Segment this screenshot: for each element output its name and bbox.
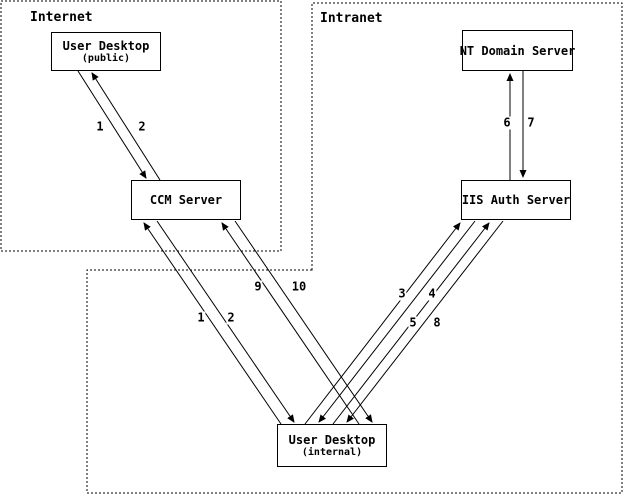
node-sublabel: (internal) (301, 447, 363, 458)
intranet-zone-outline (86, 2, 623, 494)
edge-label-4: 4 (427, 286, 437, 301)
node-label: User Desktop (288, 433, 376, 447)
node-label: CCM Server (149, 193, 223, 207)
edge-label-7: 7 (526, 115, 536, 130)
edge-8-iis-to-internal-desktop (346, 220, 504, 423)
edge-2-ccm-to-public-desktop (91, 72, 161, 181)
node-ccm-server: CCM Server (131, 180, 241, 220)
edge-label-10: 10 (290, 279, 308, 294)
edge-label-8: 8 (432, 315, 442, 330)
edge-2-ccm-to-internal-desktop (156, 220, 295, 423)
node-label: NT Domain Server (459, 43, 576, 58)
node-sublabel: (public) (81, 53, 131, 64)
node-nt-domain-server: NT Domain Server (459, 30, 576, 71)
edge-label-3: 3 (397, 286, 407, 301)
edge-9-internal-desktop-to-ccm (221, 222, 360, 425)
internet-zone-label: Internet (30, 10, 93, 25)
edge-label-2-top: 2 (137, 119, 147, 134)
node-label: User Desktop (62, 39, 150, 53)
node-user-desktop-public: User Desktop (public) (51, 32, 161, 71)
intranet-zone-label: Intranet (320, 11, 383, 26)
node-iis-auth-server: IIS Auth Server (461, 180, 571, 220)
node-user-desktop-internal: User Desktop (internal) (277, 424, 387, 467)
edge-label-5: 5 (408, 315, 418, 330)
edge-label-6: 6 (502, 115, 512, 130)
edge-1-internal-desktop-to-ccm (143, 222, 282, 425)
internet-zone-outline (0, 0, 282, 252)
edge-10-ccm-to-internal-desktop (234, 220, 373, 423)
edge-label-9: 9 (253, 279, 263, 294)
edge-4-iis-to-internal-desktop (318, 220, 476, 423)
edge-label-2-bottom: 2 (226, 310, 236, 325)
edge-label-1-bottom: 1 (196, 310, 206, 325)
edge-3-internal-desktop-to-iis (304, 222, 461, 425)
node-label: IIS Auth Server (461, 193, 571, 207)
edge-label-1-top: 1 (95, 119, 105, 134)
edge-1-public-desktop-to-ccm (77, 70, 147, 179)
